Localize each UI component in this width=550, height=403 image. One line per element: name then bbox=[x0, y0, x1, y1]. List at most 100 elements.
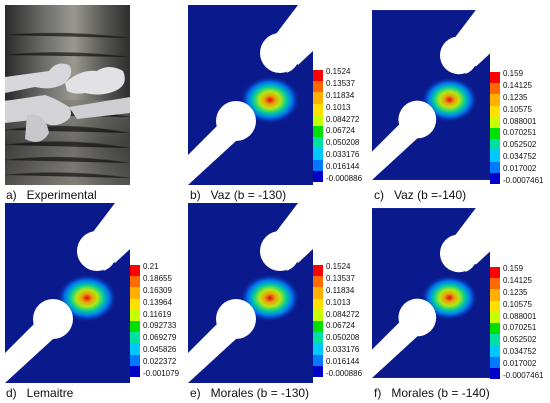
colorbar-swatch bbox=[490, 139, 500, 151]
colorbar-swatch bbox=[313, 170, 323, 183]
colorbar-tick-label: 0.13537 bbox=[326, 78, 355, 88]
colorbar-swatch bbox=[130, 287, 140, 300]
colorbar-swatch bbox=[490, 172, 500, 185]
colorbar-swatch bbox=[313, 92, 323, 105]
colorbar-tick-label: 0.11834 bbox=[326, 285, 355, 295]
morales-130-colorbar-labels: 0.1524 0.13537 0.11834 0.1013 0.084272 0.0672… bbox=[326, 263, 376, 379]
colorbar-tick-label: 0.11619 bbox=[143, 309, 172, 319]
colorbar-tick-label: 0.088001 bbox=[503, 116, 537, 126]
colorbar-swatch bbox=[313, 309, 323, 322]
colorbar-swatch bbox=[313, 276, 323, 288]
colorbar-tick-label: 0.1524 bbox=[326, 262, 351, 271]
colorbar-tick-label: -0.0007461 bbox=[503, 176, 544, 185]
colorbar-tick-label: 0.1013 bbox=[326, 102, 351, 112]
colorbar-tick-label: 0.070251 bbox=[503, 323, 537, 333]
vaz-130-contour bbox=[188, 5, 313, 185]
colorbar-tick-label: 0.034752 bbox=[503, 347, 537, 357]
colorbar-swatch bbox=[313, 365, 323, 378]
colorbar-tick-label: -0.000886 bbox=[326, 174, 363, 183]
colorbar-swatch bbox=[130, 354, 140, 367]
colorbar-swatch bbox=[490, 267, 500, 279]
colorbar-swatch bbox=[313, 343, 323, 356]
colorbar-swatch bbox=[130, 332, 140, 344]
colorbar-swatch bbox=[490, 300, 500, 313]
panel-f-caption: f) Morales (b = -140) bbox=[374, 386, 490, 400]
colorbar-swatch bbox=[490, 311, 500, 324]
colorbar-tick-label: 0.084272 bbox=[326, 309, 360, 319]
colorbar-swatch bbox=[490, 105, 500, 118]
colorbar-swatch bbox=[490, 345, 500, 358]
colorbar-swatch bbox=[313, 159, 323, 172]
colorbar-tick-label: 0.16309 bbox=[143, 285, 172, 295]
colorbar-tick-label: 0.017002 bbox=[503, 164, 537, 174]
colorbar-swatch bbox=[490, 367, 500, 380]
lemaitre-colorbar bbox=[130, 265, 140, 378]
colorbar-tick-label: 0.159 bbox=[503, 69, 524, 78]
colorbar-swatch bbox=[490, 356, 500, 369]
colorbar-swatch bbox=[490, 161, 500, 174]
colorbar-swatch bbox=[313, 70, 323, 82]
colorbar-swatch bbox=[130, 265, 140, 277]
colorbar-tick-label: -0.001079 bbox=[143, 369, 180, 378]
colorbar-swatch bbox=[490, 116, 500, 129]
colorbar-tick-label: 0.18655 bbox=[143, 273, 172, 283]
colorbar-tick-label: 0.10575 bbox=[503, 104, 532, 114]
colorbar-tick-label: 0.050208 bbox=[326, 333, 360, 343]
colorbar-swatch bbox=[130, 298, 140, 311]
colorbar-tick-label: 0.017002 bbox=[503, 359, 537, 369]
colorbar-swatch bbox=[313, 81, 323, 93]
colorbar-tick-label: 0.070251 bbox=[503, 128, 537, 138]
colorbar-tick-label: 0.033176 bbox=[326, 345, 360, 355]
colorbar-tick-label: 0.069279 bbox=[143, 333, 177, 343]
colorbar-tick-label: 0.14125 bbox=[503, 275, 532, 285]
colorbar-tick-label: 0.033176 bbox=[326, 150, 360, 160]
colorbar-swatch bbox=[313, 287, 323, 300]
colorbar-tick-label: 0.052502 bbox=[503, 140, 537, 150]
lemaitre-contour bbox=[5, 203, 130, 383]
colorbar-swatch bbox=[130, 321, 140, 333]
colorbar-tick-label: 0.092733 bbox=[143, 321, 177, 331]
morales-140-colorbar-labels: 0.159 0.14125 0.1235 0.10575 0.088001 0.07025… bbox=[503, 265, 550, 381]
morales-140-colorbar bbox=[490, 267, 500, 380]
colorbar-swatch bbox=[313, 298, 323, 311]
panel-a-caption: a) Experimental bbox=[6, 188, 97, 202]
colorbar-swatch bbox=[313, 103, 323, 116]
panel-e-caption: e) Morales (b = -130) bbox=[190, 386, 310, 400]
colorbar-tick-label: 0.13964 bbox=[143, 297, 172, 307]
colorbar-tick-label: 0.21 bbox=[143, 262, 159, 271]
panel-d-caption: d) Lemaitre bbox=[6, 386, 74, 400]
colorbar-swatch bbox=[313, 354, 323, 367]
colorbar-swatch bbox=[313, 321, 323, 333]
experimental-photo bbox=[5, 5, 130, 185]
colorbar-tick-label: 0.06724 bbox=[326, 321, 355, 331]
colorbar-tick-label: 0.14125 bbox=[503, 80, 532, 90]
colorbar-tick-label: 0.088001 bbox=[503, 311, 537, 321]
vaz-140-colorbar-labels: 0.159 0.14125 0.1235 0.10575 0.088001 0.07025… bbox=[503, 70, 550, 186]
colorbar-swatch bbox=[130, 309, 140, 322]
colorbar-tick-label: 0.159 bbox=[503, 264, 524, 273]
colorbar-tick-label: 0.13537 bbox=[326, 273, 355, 283]
colorbar-swatch bbox=[490, 278, 500, 290]
morales-130-contour bbox=[188, 203, 313, 383]
colorbar-swatch bbox=[313, 114, 323, 127]
colorbar-swatch bbox=[490, 72, 500, 84]
colorbar-tick-label: 0.1235 bbox=[503, 287, 528, 297]
colorbar-tick-label: 0.016144 bbox=[326, 357, 360, 367]
colorbar-tick-label: 0.022372 bbox=[143, 357, 177, 367]
colorbar-swatch bbox=[313, 148, 323, 161]
colorbar-swatch bbox=[130, 276, 140, 288]
colorbar-swatch bbox=[313, 137, 323, 149]
colorbar-tick-label: 0.10575 bbox=[503, 299, 532, 309]
colorbar-tick-label: -0.0007461 bbox=[503, 371, 544, 380]
lemaitre-colorbar-labels: 0.21 0.18655 0.16309 0.13964 0.11619 0.092733… bbox=[143, 263, 188, 379]
panel-b-caption: b) Vaz (b = -130) bbox=[190, 188, 287, 202]
colorbar-tick-label: 0.052502 bbox=[503, 335, 537, 345]
colorbar-tick-label: 0.11834 bbox=[326, 90, 355, 100]
colorbar-tick-label: 0.1013 bbox=[326, 297, 351, 307]
colorbar-tick-label: 0.06724 bbox=[326, 126, 355, 136]
colorbar-tick-label: 0.1235 bbox=[503, 92, 528, 102]
morales-130-colorbar bbox=[313, 265, 323, 378]
colorbar-swatch bbox=[490, 323, 500, 335]
vaz-140-contour bbox=[372, 10, 490, 180]
